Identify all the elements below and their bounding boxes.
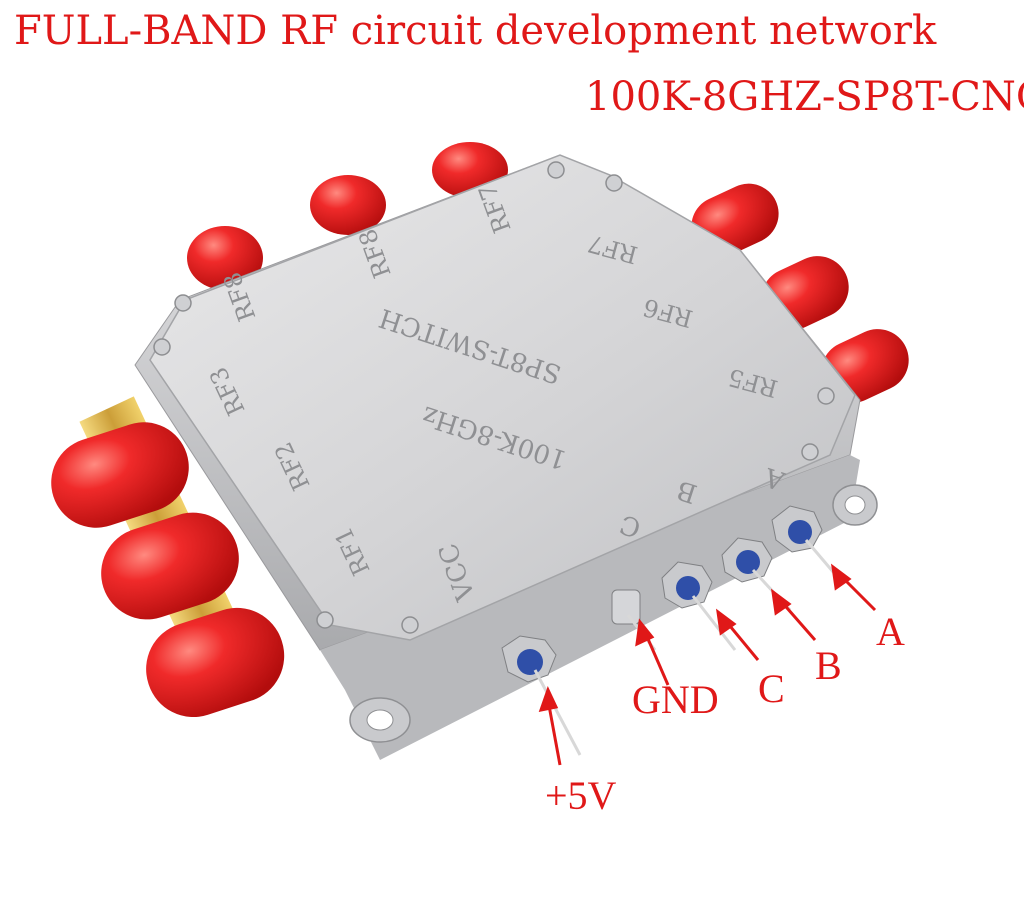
arrow-vcc [546, 699, 562, 766]
label-c: C [758, 666, 785, 711]
sma-cap-rf8b [310, 175, 386, 235]
pin-vcc [501, 635, 582, 756]
label-vcc: +5V [545, 773, 617, 818]
pin-c [661, 561, 737, 651]
arrow-gnd [643, 631, 670, 686]
label-a: A [876, 609, 905, 654]
sma-cap-rf8 [187, 226, 263, 290]
label-b: B [815, 643, 842, 688]
label-gnd: GND [632, 677, 719, 722]
sma-cap-rf2 [101, 512, 239, 620]
sma-cap-rf3 [51, 422, 189, 528]
pin-b [721, 537, 792, 612]
title-line-2: 100K-8GHZ-SP8T-CNC [585, 74, 1024, 120]
sma-cap-rf1 [146, 607, 285, 718]
title-line-1: FULL-BAND RF circuit development network [14, 8, 937, 54]
